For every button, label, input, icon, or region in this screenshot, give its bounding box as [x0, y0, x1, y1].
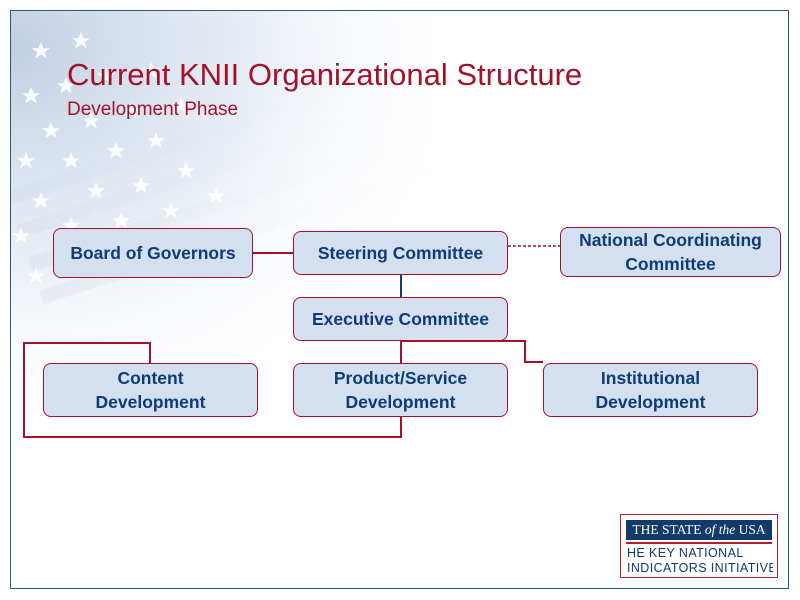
state-of-the-usa-logo: THE STATE of the USA HE KEY NATIONAL IND…	[620, 514, 778, 578]
content-development-box: Content Development	[43, 363, 258, 417]
steering-committee-box: Steering Committee	[293, 231, 508, 275]
connector-executive-institutional	[401, 340, 543, 363]
institutional-development-box: Institutional Development	[543, 363, 758, 417]
logo-line-1: HE KEY NATIONAL	[627, 546, 744, 560]
product-service-development-box: Product/Service Development	[293, 363, 508, 417]
slide-subtitle: Development Phase	[67, 99, 239, 120]
slide-title: Current KNII Organizational Structure	[67, 57, 583, 92]
logo-top-italic: of the	[704, 522, 736, 537]
logo-banner: THE STATE of the USA	[626, 520, 772, 540]
connector-content-loop	[23, 342, 402, 438]
board-of-governors-box: Board of Governors	[53, 228, 253, 278]
logo-divider	[626, 542, 772, 544]
logo-top-prefix: THE STATE	[632, 522, 705, 537]
logo-line-2: INDICATORS INITIATIVE	[627, 561, 773, 575]
executive-committee-box: Executive Committee	[293, 297, 508, 341]
national-coordinating-committee-box: National Coordinating Committee	[560, 227, 781, 277]
logo-top-suffix: USA	[735, 522, 766, 537]
